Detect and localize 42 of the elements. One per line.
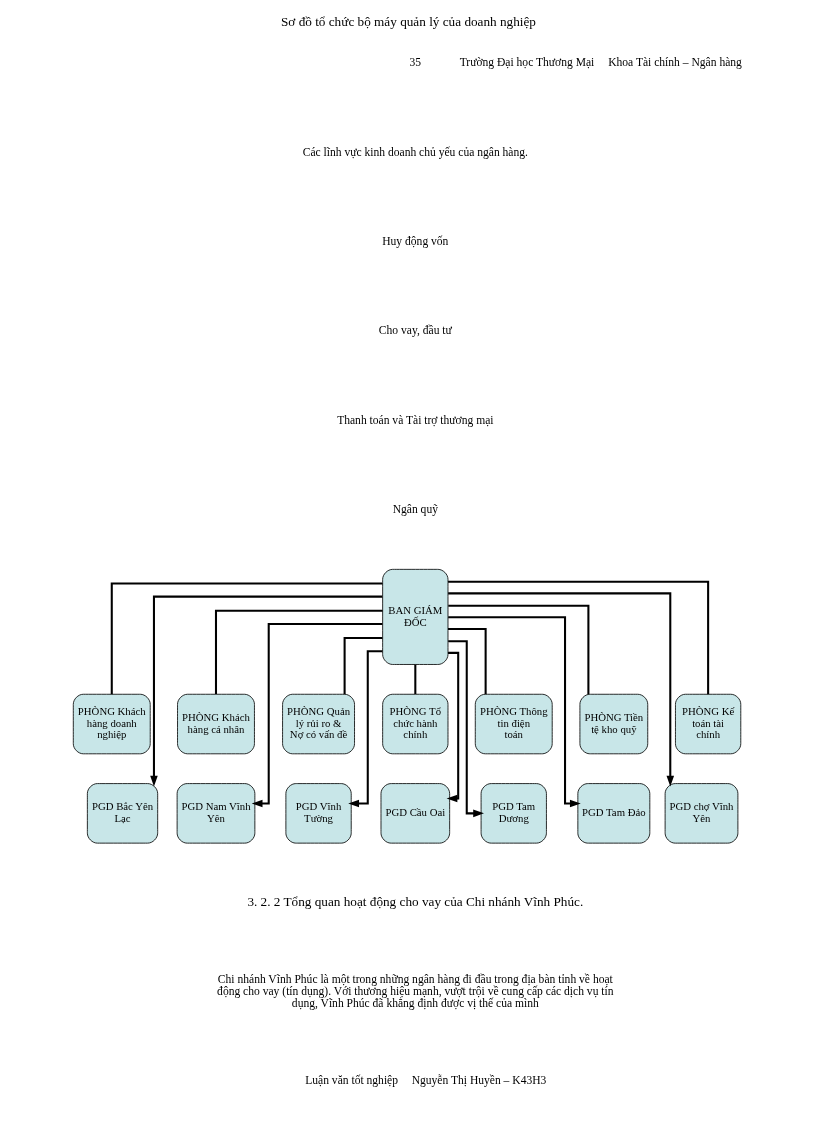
arrow bbox=[447, 592, 674, 787]
node-box: PGD chợ Vĩnh Yên bbox=[664, 783, 738, 844]
node-box: PGD Cầu Oai bbox=[380, 783, 450, 844]
label: Các lĩnh vực kinh doanh chủ yếu của ngân hàng. bbox=[302, 145, 528, 159]
node-box: PGD Bắc Yên Lạc bbox=[86, 783, 158, 844]
arrow bbox=[149, 595, 382, 787]
label: Thanh toán và Tài trợ thương mại bbox=[336, 413, 493, 427]
connector bbox=[447, 627, 487, 695]
label: 3. 2. 2 Tổng quan hoạt động cho vay của Chi nhánh Vĩnh Phúc. bbox=[246, 893, 583, 909]
node-box: PGD Vĩnh Tường bbox=[284, 783, 352, 844]
label: Huy động vốn bbox=[381, 234, 448, 248]
node-box: PGD Nam Vĩnh Yên bbox=[176, 783, 255, 844]
node-box: PHÒNG Khách hàng cá nhân bbox=[176, 693, 255, 755]
label: Ngân quỹ bbox=[392, 502, 438, 516]
node-box: BAN GIÁM ĐỐC bbox=[381, 568, 448, 665]
arrow bbox=[347, 650, 383, 808]
node-box: PHÒNG Khách hàng doanh nghiệp bbox=[72, 693, 151, 755]
node-box: PGD Tam Đảo bbox=[576, 783, 650, 844]
node-box: PHÒNG Quản lý rủi ro & Nợ có vấn đề bbox=[281, 693, 355, 755]
label: Trường Đại học Thương Mại bbox=[459, 56, 594, 70]
connector bbox=[110, 582, 383, 695]
node-box: PHÒNG Tổ chức hành chính bbox=[381, 693, 448, 755]
connector bbox=[413, 664, 416, 695]
diagram-title: Sơ đồ tổ chức bộ máy quản lý của doanh nghiệp bbox=[280, 13, 536, 29]
connector bbox=[214, 609, 383, 694]
label: Luận văn tốt nghiệp bbox=[304, 1074, 398, 1088]
node-box: PHÒNG Kế toán tài chính bbox=[674, 693, 741, 755]
arrow bbox=[447, 616, 581, 808]
label: 35 bbox=[409, 56, 421, 70]
connector bbox=[343, 636, 382, 695]
connector bbox=[447, 604, 589, 695]
node-box: PGD Tam Dương bbox=[480, 783, 547, 844]
arrow bbox=[251, 622, 382, 808]
node-box: PHÒNG Thông tin điện toán bbox=[474, 693, 553, 755]
label: Nguyễn Thị Huyền – K43H3 bbox=[411, 1074, 546, 1088]
arrow bbox=[446, 651, 459, 803]
connector bbox=[447, 580, 709, 695]
label: Khoa Tài chính – Ngân hàng bbox=[607, 56, 742, 70]
node-box: PHÒNG Tiền tệ kho quỹ bbox=[579, 693, 648, 755]
label: Chi nhánh Vĩnh Phúc là một trong những ngân hàng đi đầu trong địa bàn tỉnh về hoạt động cho vay (tín dụng). Với thương hiệu mạnh, vượt trội về cung cấp các dịch vụ tín dụng, Vĩnh Phúc đã khẳng định được vị thế của mình bbox=[216, 972, 614, 1011]
label: Cho vay, đầu tư bbox=[378, 324, 452, 338]
arrow bbox=[447, 640, 484, 818]
